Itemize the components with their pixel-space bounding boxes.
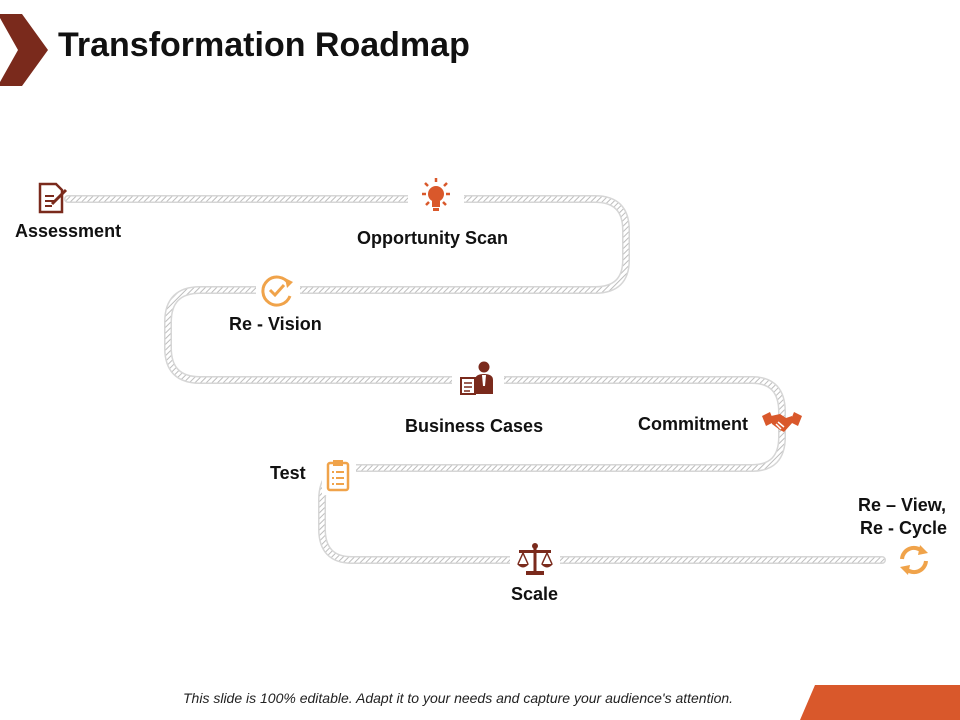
lightbulb-icon <box>422 178 450 211</box>
step-label-commitment: Commitment <box>638 414 749 434</box>
step-label-opportunity-scan: Opportunity Scan <box>357 228 509 248</box>
recycle-arrows-icon <box>900 545 928 575</box>
step-label-assessment: Assessment <box>15 221 122 241</box>
step-label-re-vision: Re - Vision <box>229 314 322 334</box>
balance-scale-icon <box>517 543 553 575</box>
businessman-document-icon <box>460 361 493 395</box>
title-chevron-icon <box>0 14 48 86</box>
document-pen-icon <box>38 182 68 214</box>
step-label-scale: Scale <box>511 584 559 604</box>
page-title: Transformation Roadmap <box>58 26 470 64</box>
step-label-business-cases: Business Cases <box>405 416 544 436</box>
handshake-icon <box>762 412 802 432</box>
refresh-check-icon <box>261 275 293 307</box>
footer-note: This slide is 100% editable. Adapt it to… <box>183 690 734 706</box>
step-label-re-view: Re – View, <box>858 495 947 515</box>
step-label-test: Test <box>270 463 306 483</box>
clipboard-checklist-icon <box>326 460 350 492</box>
step-label-re-cycle: Re - Cycle <box>860 518 948 538</box>
